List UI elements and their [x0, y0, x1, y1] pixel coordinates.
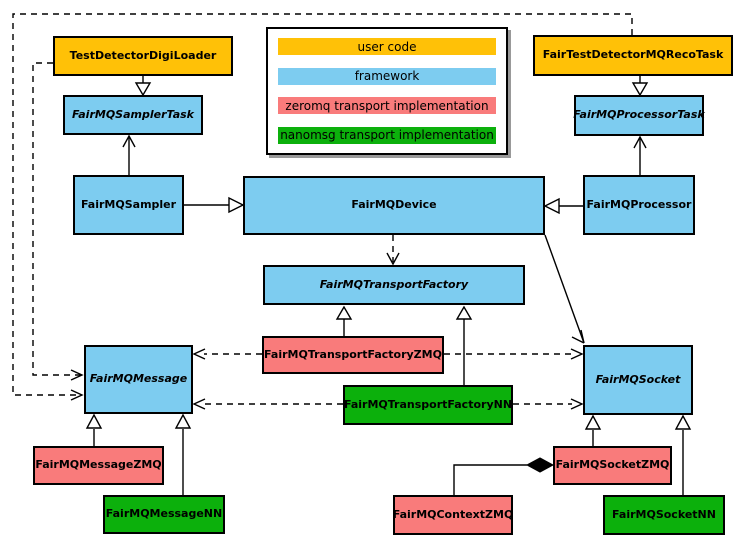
node-label: FairMQProcessorTask: [573, 108, 705, 122]
node-fairmqmessagenn: FairMQMessageNN: [103, 495, 225, 534]
hollow-triangle-icon: [335, 305, 353, 320]
hollow-triangle-icon: [631, 82, 649, 97]
node-label: FairMQSocketZMQ: [555, 458, 670, 472]
node-label: FairMQSocket: [595, 372, 681, 386]
edge-processor-to-processortask: [633, 135, 647, 175]
edge-tfnn-to-socket-dashed: [513, 398, 584, 410]
node-label: FairMQTransportFactoryNN: [343, 397, 513, 411]
hollow-triangle-icon: [134, 82, 152, 97]
edge-sampler-to-samplertask: [122, 134, 136, 175]
legend-item-zeromq: zeromq transport implementation: [278, 97, 496, 115]
node-fairmqsamplertask: FairMQSamplerTask: [63, 95, 203, 135]
edge-recotask-to-message-dashed: [12, 13, 633, 401]
edge-contextzmq-to-socketzmq: [453, 464, 527, 495]
node-label: FairMQMessageZMQ: [35, 458, 162, 472]
hollow-triangle-icon: [174, 413, 192, 429]
edge-device-to-socket: [544, 234, 585, 344]
node-fairmqcontextzmq: FairMQContextZMQ: [393, 495, 513, 535]
node-label: FairMQSampler: [80, 197, 177, 211]
node-fairmqprocessor: FairMQProcessor: [583, 175, 695, 235]
node-label: FairMQMessage: [89, 372, 188, 386]
open-arrowhead-icon: [571, 329, 585, 344]
open-arrowhead-icon: [70, 389, 84, 401]
edge-device-to-transportfactory-dashed: [386, 235, 400, 266]
hollow-triangle-icon: [584, 414, 602, 430]
node-fairmqmessagezmq: FairMQMessageZMQ: [33, 446, 164, 485]
edge-digiloader-to-message-dashed: [32, 62, 84, 381]
node-fairmqmessage: FairMQMessage: [84, 345, 193, 414]
open-arrowhead-icon: [70, 369, 84, 381]
hollow-triangle-icon: [228, 196, 245, 214]
open-arrowhead-icon: [192, 348, 206, 360]
node-fairmqtransportfactoryzmq: FairMQTransportFactoryZMQ: [262, 336, 444, 374]
hollow-triangle-icon: [674, 414, 692, 430]
node-label: TestDetectorDigiLoader: [69, 48, 217, 62]
open-arrowhead-icon: [122, 134, 136, 148]
legend-item-user-code: user code: [278, 38, 496, 55]
composition-diamond-icon: [525, 457, 555, 473]
open-arrowhead-icon: [192, 398, 206, 410]
node-fairmqdevice: FairMQDevice: [243, 176, 545, 235]
legend-item-framework: framework: [278, 67, 496, 85]
hollow-triangle-icon: [85, 413, 103, 429]
open-arrowhead-icon: [570, 348, 584, 360]
node-testdetectordigiloader: TestDetectorDigiLoader: [53, 36, 233, 76]
hollow-triangle-icon: [543, 197, 560, 215]
node-fairtestdetectormqrecotask: FairTestDetectorMQRecoTask: [533, 35, 733, 76]
edge-tfzmq-to-message-dashed: [192, 348, 262, 360]
node-fairmqprocessortask: FairMQProcessorTask: [573, 95, 705, 136]
node-label: FairMQSocketNN: [612, 507, 716, 521]
node-label: FairMQDevice: [351, 198, 437, 212]
node-label: FairTestDetectorMQRecoTask: [542, 48, 724, 62]
edge-tfnn-to-message-dashed: [192, 398, 343, 410]
node-label: FairMQSamplerTask: [72, 107, 194, 121]
node-fairmqtransportfactory: FairMQTransportFactory: [263, 265, 525, 305]
legend: user code framework zeromq transport imp…: [266, 27, 508, 155]
node-label: FairMQProcessor: [586, 197, 692, 211]
node-label: FairMQMessageNN: [105, 507, 223, 521]
open-arrowhead-icon: [633, 135, 647, 149]
node-label: FairMQTransportFactoryZMQ: [264, 347, 442, 361]
node-fairmqsocketzmq: FairMQSocketZMQ: [553, 446, 672, 485]
open-arrowhead-icon: [386, 252, 400, 266]
edge-tfzmq-to-socket-dashed: [444, 348, 584, 360]
node-fairmqsocketnn: FairMQSocketNN: [603, 495, 725, 535]
node-fairmqsampler: FairMQSampler: [73, 175, 184, 235]
node-label: FairMQContextZMQ: [392, 507, 514, 521]
node-label: FairMQTransportFactory: [319, 277, 469, 291]
open-arrowhead-icon: [570, 398, 584, 410]
node-fairmqsocket: FairMQSocket: [583, 345, 693, 415]
node-fairmqtransportfactorynn: FairMQTransportFactoryNN: [343, 385, 513, 425]
hollow-triangle-icon: [455, 305, 473, 320]
legend-item-nanomsg: nanomsg transport implementation: [278, 126, 496, 144]
